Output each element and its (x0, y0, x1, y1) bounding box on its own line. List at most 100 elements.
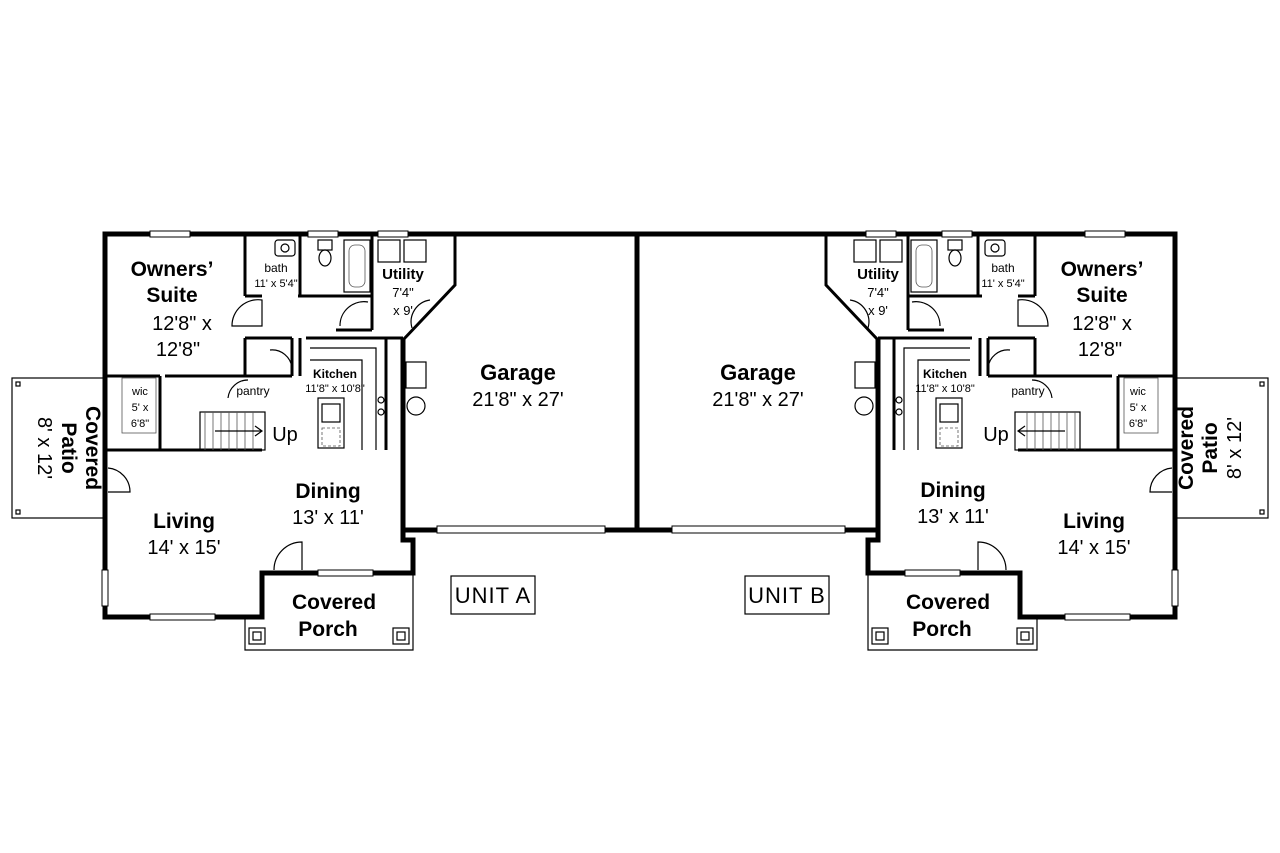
unit-a-wic-shelf (121, 377, 157, 434)
svg-text:6'8": 6'8" (1129, 418, 1147, 430)
unit-a-interior-walls (105, 234, 457, 452)
unit-a-dining-name: Dining (295, 480, 360, 503)
unit-a-patio (11, 377, 106, 519)
unit-b-window (1084, 230, 1126, 238)
unit-b-label: UNIT B (748, 583, 826, 608)
unit-a-living-dim: 14' x 15' (147, 537, 220, 559)
unit-b: Owners’ Suite 12'8" x 12'8" bath 11' x 5… (634, 230, 1269, 651)
unit-a-bath-dim: 11' x 5'4" (254, 278, 297, 290)
unit-b-bath-dim: 11' x 5'4" (981, 278, 1024, 290)
unit-b-kitchen-name: Kitchen (923, 367, 967, 381)
unit-b-bath-name: bath (991, 261, 1014, 275)
unit-b-exterior-wall (634, 231, 1178, 620)
unit-a-entry-door[interactable] (273, 541, 303, 571)
unit-a-pantry-name: pantry (236, 384, 269, 398)
unit-a-garage-dim: 21'8" x 27' (472, 389, 563, 411)
svg-text:x 9': x 9' (393, 303, 413, 318)
unit-a-pantry-door[interactable] (227, 379, 249, 399)
unit-b-pantry-door[interactable] (1031, 379, 1053, 399)
unit-a-washer (377, 239, 401, 263)
unit-b-water-heater (854, 396, 874, 416)
unit-a-range (377, 396, 385, 404)
unit-a-owners-suite-name: Owners’ (131, 258, 214, 281)
unit-a-wic-name: wic (131, 386, 148, 398)
unit-b-kitchen-counter (903, 347, 970, 450)
unit-a-patio-label: Covered Patio 8' x 12' (33, 406, 104, 490)
svg-text:12'8": 12'8" (156, 339, 200, 361)
unit-a-bathtub (343, 239, 371, 293)
unit-a-garage-door (436, 525, 606, 534)
unit-b-patio (1174, 377, 1269, 519)
svg-text:Patio: Patio (1199, 422, 1222, 473)
unit-a-stairs-arrow (215, 425, 264, 437)
unit-b-bath-door[interactable] (911, 301, 941, 327)
unit-a-bath-name: bath (264, 261, 287, 275)
unit-b-utility-dim: 7'4" (867, 285, 889, 300)
unit-b-owners-suite-dim: 12'8" x (1072, 313, 1132, 335)
unit-b-garage-door (671, 525, 846, 534)
unit-b-stairs (1014, 411, 1081, 451)
unit-b-entry-door[interactable] (977, 541, 1007, 571)
unit-b-garage-name: Garage (720, 360, 796, 385)
unit-b-dining-dim: 13' x 11' (917, 506, 989, 528)
unit-a-kitchen-dim: 11'8" x 10'8" (305, 383, 365, 395)
unit-b-range (895, 396, 903, 404)
svg-text:Covered: Covered (1175, 406, 1198, 490)
unit-a-living-name: Living (153, 510, 215, 533)
unit-a-dryer (403, 239, 427, 263)
unit-a-suite-door[interactable] (231, 299, 263, 327)
unit-b-sink (939, 403, 959, 423)
unit-a-patio-door[interactable] (107, 467, 131, 493)
unit-b-bath-sink (984, 239, 1006, 257)
unit-a-utility-dim: 7'4" (392, 285, 414, 300)
unit-b-toilet (947, 239, 963, 251)
svg-text:Covered: Covered (81, 406, 104, 490)
svg-text:12'8": 12'8" (1078, 339, 1122, 361)
unit-a-garage-front-wall (400, 231, 640, 533)
unit-a-kitchen-name: Kitchen (313, 367, 357, 381)
unit-b-stairs-label: Up (983, 424, 1009, 446)
unit-b-dining-name: Dining (920, 479, 985, 502)
unit-b-wic-shelf (1123, 377, 1159, 434)
unit-b-suite-door[interactable] (1017, 299, 1049, 327)
unit-a-sink (321, 403, 341, 423)
svg-text:8' x 12': 8' x 12' (1224, 417, 1246, 479)
unit-b-dryer (853, 239, 877, 263)
unit-b-label-box (744, 575, 830, 615)
unit-b-closet-door[interactable] (987, 349, 1011, 369)
unit-b-kitchen-island (935, 397, 963, 449)
unit-a-bath-sink (274, 239, 296, 257)
unit-a-kitchen-island (317, 397, 345, 449)
unit-b-pantry-name: pantry (1011, 384, 1044, 398)
unit-a-stairs-label: Up (272, 424, 298, 446)
unit-b-garage-dim: 21'8" x 27' (712, 389, 803, 411)
unit-a-closet-door[interactable] (269, 349, 293, 369)
unit-a: Owners’ Suite 12'8" x 12'8" bath 11' x 5… (11, 230, 640, 651)
unit-b-living-dim: 14' x 15' (1057, 537, 1130, 559)
unit-b-porch-outline (867, 573, 1038, 651)
unit-a-window (149, 230, 191, 238)
unit-b-interior-walls (824, 234, 1175, 452)
unit-a-dining-dim: 13' x 11' (292, 507, 364, 529)
svg-text:8' x 12': 8' x 12' (33, 417, 55, 479)
svg-text:Suite: Suite (1076, 284, 1127, 307)
unit-b-utility-door[interactable] (849, 299, 870, 329)
unit-a-stairs (199, 411, 266, 451)
svg-text:Patio: Patio (57, 422, 80, 473)
unit-a-wic-dim: 5' x (132, 402, 149, 414)
unit-b-kitchen-dim: 11'8" x 10'8" (915, 383, 975, 395)
unit-a-porch-name: Covered (292, 591, 376, 614)
unit-b-living-name: Living (1063, 510, 1125, 533)
unit-a-bath-door[interactable] (339, 301, 369, 327)
svg-text:Porch: Porch (298, 618, 358, 641)
unit-b-patio-label: Covered Patio 8' x 12' (1175, 406, 1246, 490)
unit-a-kitchen-counter (310, 347, 377, 450)
unit-a-water-heater (406, 396, 426, 416)
unit-b-garage-cabinet (854, 361, 876, 389)
unit-a-porch-post (248, 627, 266, 645)
unit-a-label: UNIT A (455, 583, 532, 608)
unit-b-wic-dim: 5' x (1130, 402, 1147, 414)
unit-b-patio-door[interactable] (1149, 467, 1173, 493)
unit-a-utility-door[interactable] (410, 299, 431, 329)
